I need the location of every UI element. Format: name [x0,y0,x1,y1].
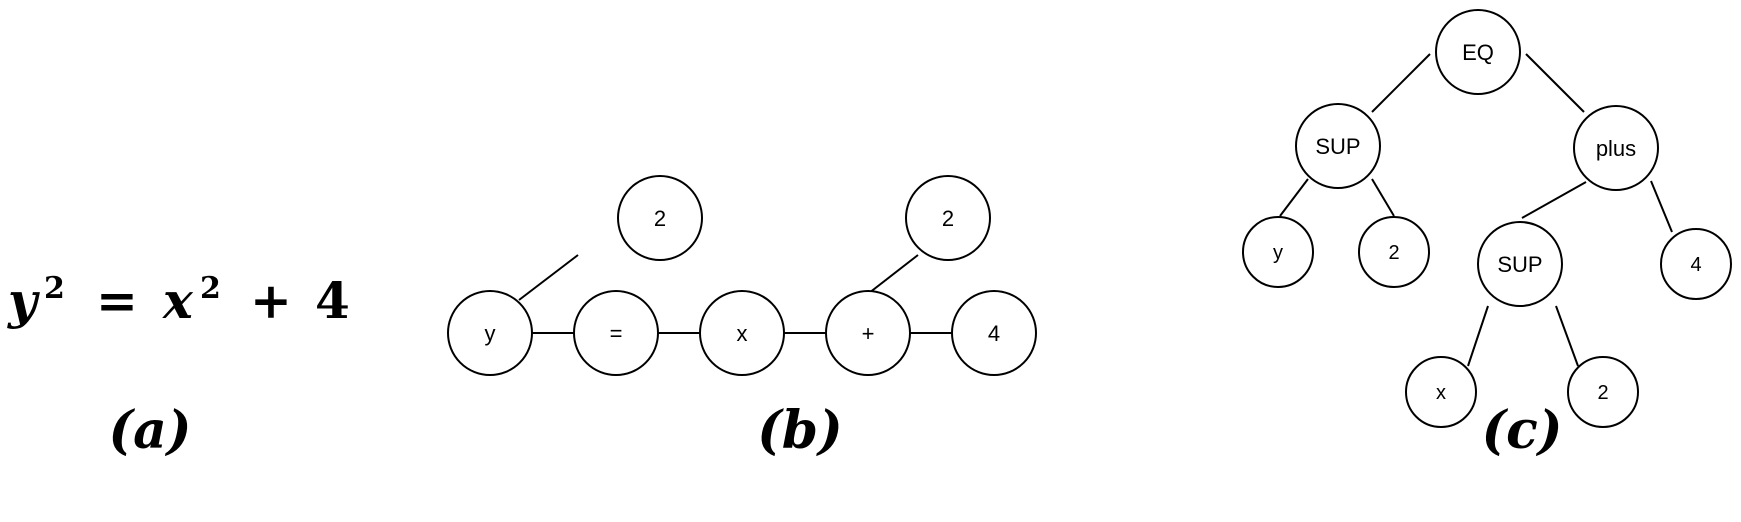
node-b-x: x [699,290,785,376]
node-c-sup-right: SUP [1477,221,1563,307]
node-b-y: y [447,290,533,376]
eq-rhs-exponent: 2 [200,271,221,306]
node-c-eq: EQ [1435,9,1521,95]
node-b-x-label: x [737,321,748,346]
caption-b: (b) [757,400,843,461]
panel-b: y 2 = x 2 + 4 (b) [447,175,1037,461]
eq-rhs-var: x [162,271,194,330]
node-c-y-exp: 2 [1358,216,1430,288]
node-c-y-exp-label: 2 [1388,242,1399,264]
node-b-eq: = [573,290,659,376]
edge-plus-sup [1521,181,1587,219]
edge-sup-2 [1371,178,1395,217]
node-b-eq-label: = [610,321,623,346]
caption-c: (c) [1482,400,1563,461]
node-c-x-label: x [1436,382,1446,404]
node-c-sup-left: SUP [1295,103,1381,189]
edge-plus-4 [1650,180,1673,233]
node-c-sup-left-label: SUP [1315,134,1360,159]
eq-lhs-var: y [7,271,40,330]
eq-plus-sign: + [250,271,292,330]
node-c-eq-label: EQ [1462,40,1494,65]
edge-sup-y [1279,178,1309,217]
node-c-x: x [1405,356,1477,428]
node-c-x-exp-label: 2 [1597,382,1608,404]
node-b-plus-label: + [862,321,875,346]
node-b-four-label: 4 [988,321,1000,346]
node-c-four-label: 4 [1690,254,1701,276]
node-c-x-exp: 2 [1567,356,1639,428]
caption-a: (a) [109,400,192,461]
node-b-y-exp: 2 [617,175,703,261]
equation-text: y 2 = x 2 + 4 [7,271,350,330]
eq-equals-sign: = [96,271,138,330]
edge-eq-sup [1371,53,1431,113]
panel-c: EQ SUP plus y 2 SUP 4 x [1242,9,1732,461]
edge-sup-x [1467,305,1489,367]
node-c-four: 4 [1660,228,1732,300]
node-c-plus: plus [1573,105,1659,191]
node-b-four: 4 [951,290,1037,376]
node-b-x-exp-label: 2 [942,206,954,231]
node-c-sup-right-label: SUP [1497,252,1542,277]
edge-sup-2b [1555,305,1579,367]
node-b-x-exp: 2 [905,175,991,261]
node-b-plus: + [825,290,911,376]
eq-constant: 4 [315,271,350,330]
edge-eq-plus [1525,53,1585,113]
node-b-y-label: y [485,321,496,346]
eq-lhs-exponent: 2 [44,271,65,306]
node-c-y-label: y [1273,242,1283,264]
panel-a: y 2 = x 2 + 4 (a) [7,271,350,461]
node-c-y: y [1242,216,1314,288]
edge-y-exp [518,254,579,301]
node-c-plus-label: plus [1596,136,1636,161]
node-b-y-exp-label: 2 [654,206,666,231]
